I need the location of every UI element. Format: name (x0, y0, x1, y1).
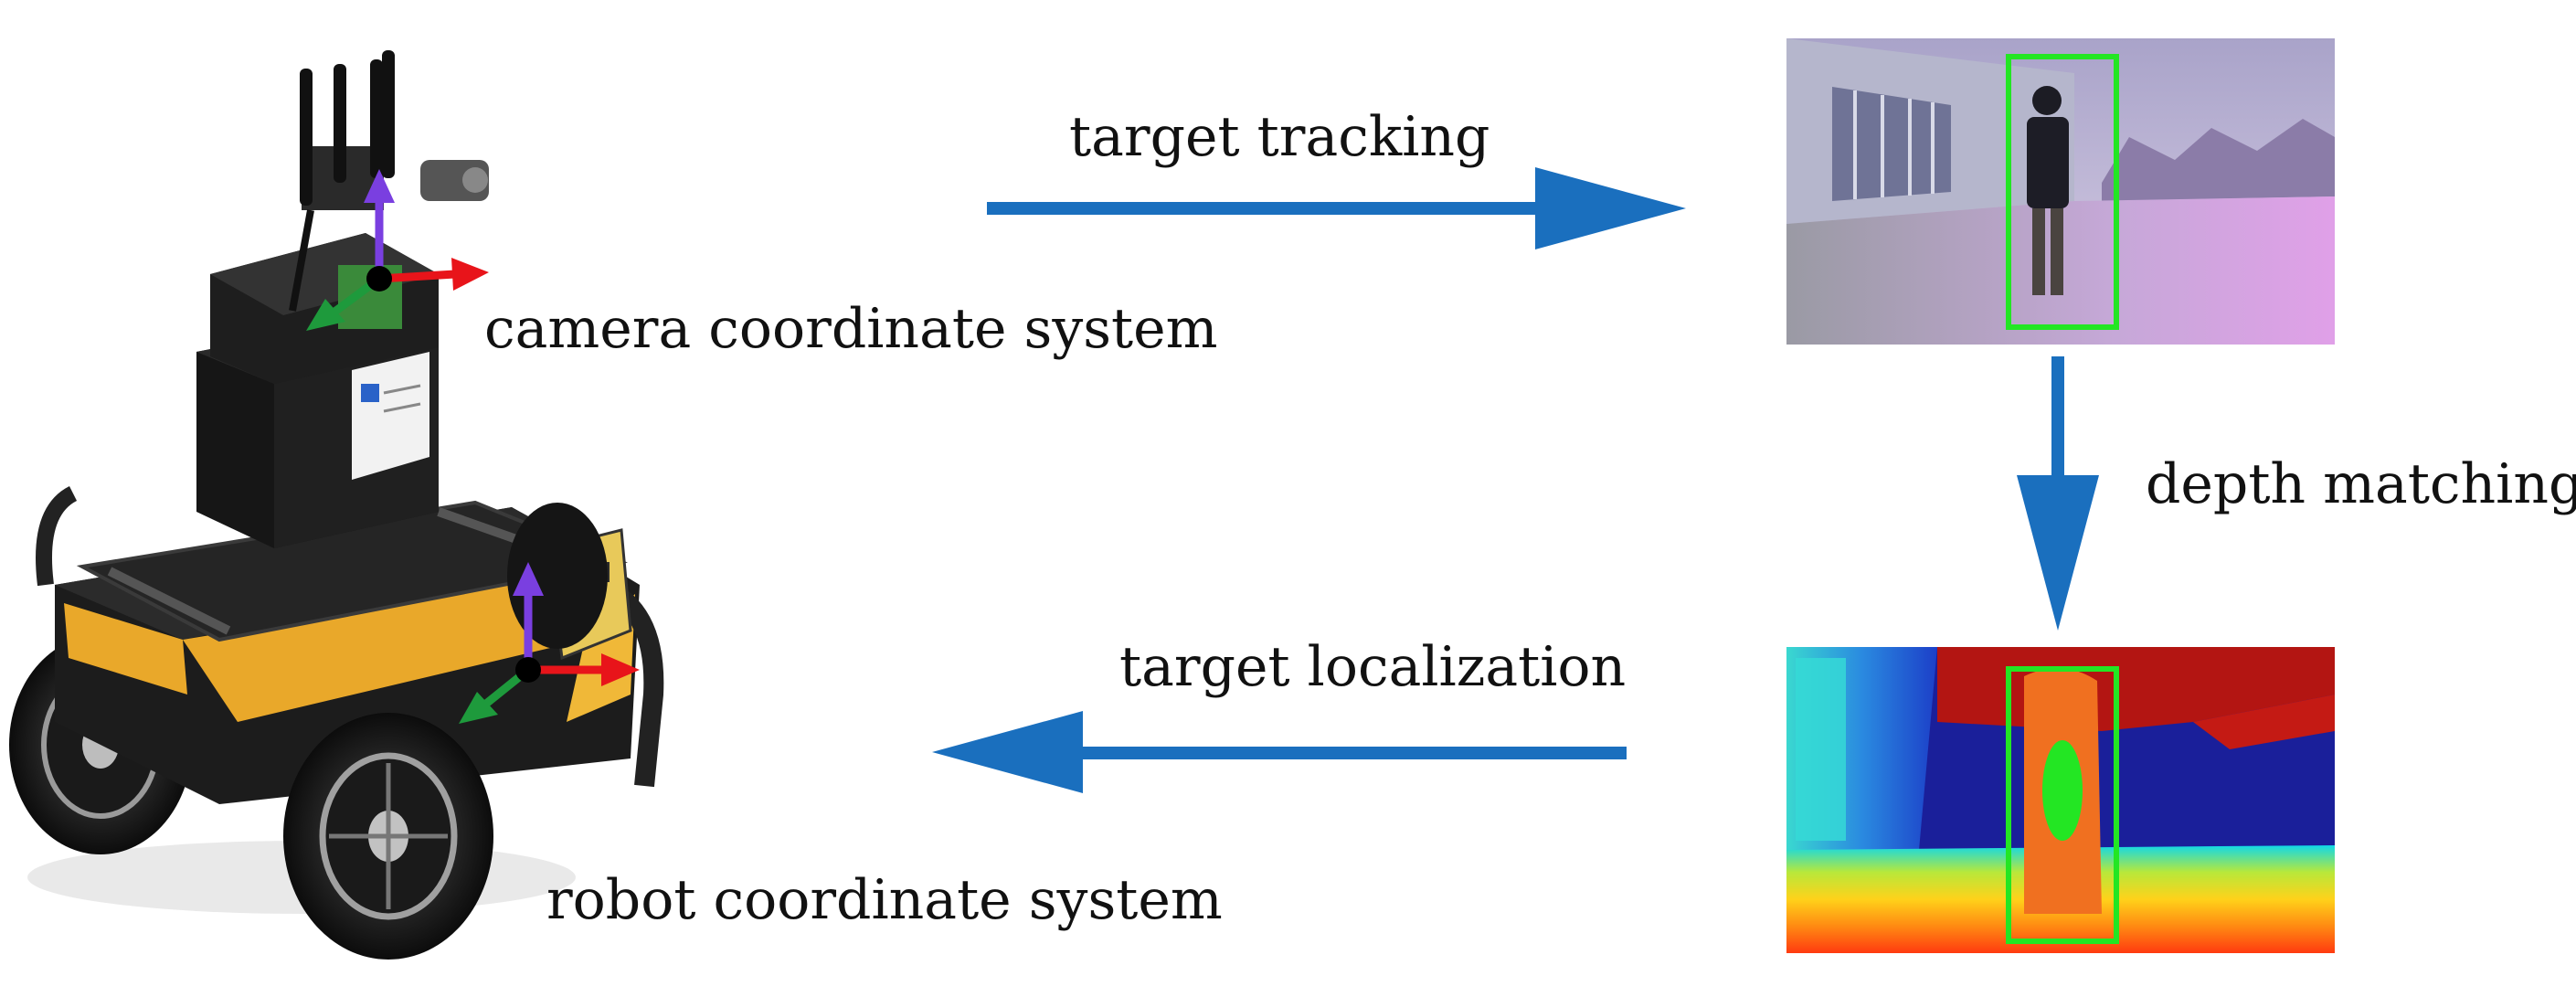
depth-bounding-box (2006, 666, 2119, 944)
tracking-bounding-box (2006, 54, 2119, 330)
robot-z-arrowhead (513, 562, 544, 596)
robot-icon (9, 50, 664, 960)
camera-origin (366, 266, 392, 292)
robot-frame-axes (459, 562, 640, 724)
camera-coordinate-system-label: camera coordinate system (484, 297, 1218, 361)
front-wheel (283, 713, 493, 960)
depth-matching-label: depth matching (2146, 452, 2576, 516)
robot-y-arrowhead (459, 692, 498, 724)
depth-image (1786, 647, 2335, 953)
target-centroid-ellipse (2042, 740, 2083, 841)
target-localization-label: target localization (1119, 635, 1627, 699)
arrow-target-localization (932, 711, 1627, 793)
arrow-depth-matching (2017, 356, 2099, 631)
robot-coordinate-system-label: robot coordinate system (546, 868, 1223, 932)
robot-x-arrowhead (601, 653, 640, 686)
robot-origin (515, 657, 541, 683)
target-tracking-label: target tracking (1069, 105, 1490, 169)
arrow-target-tracking (987, 167, 1686, 249)
camera-x-arrowhead (451, 258, 489, 291)
rgb-camera-image (1786, 38, 2335, 345)
camera-y-arrowhead (306, 299, 345, 331)
camera-frame-axes (306, 169, 489, 331)
camera-z-arrowhead (364, 169, 395, 203)
